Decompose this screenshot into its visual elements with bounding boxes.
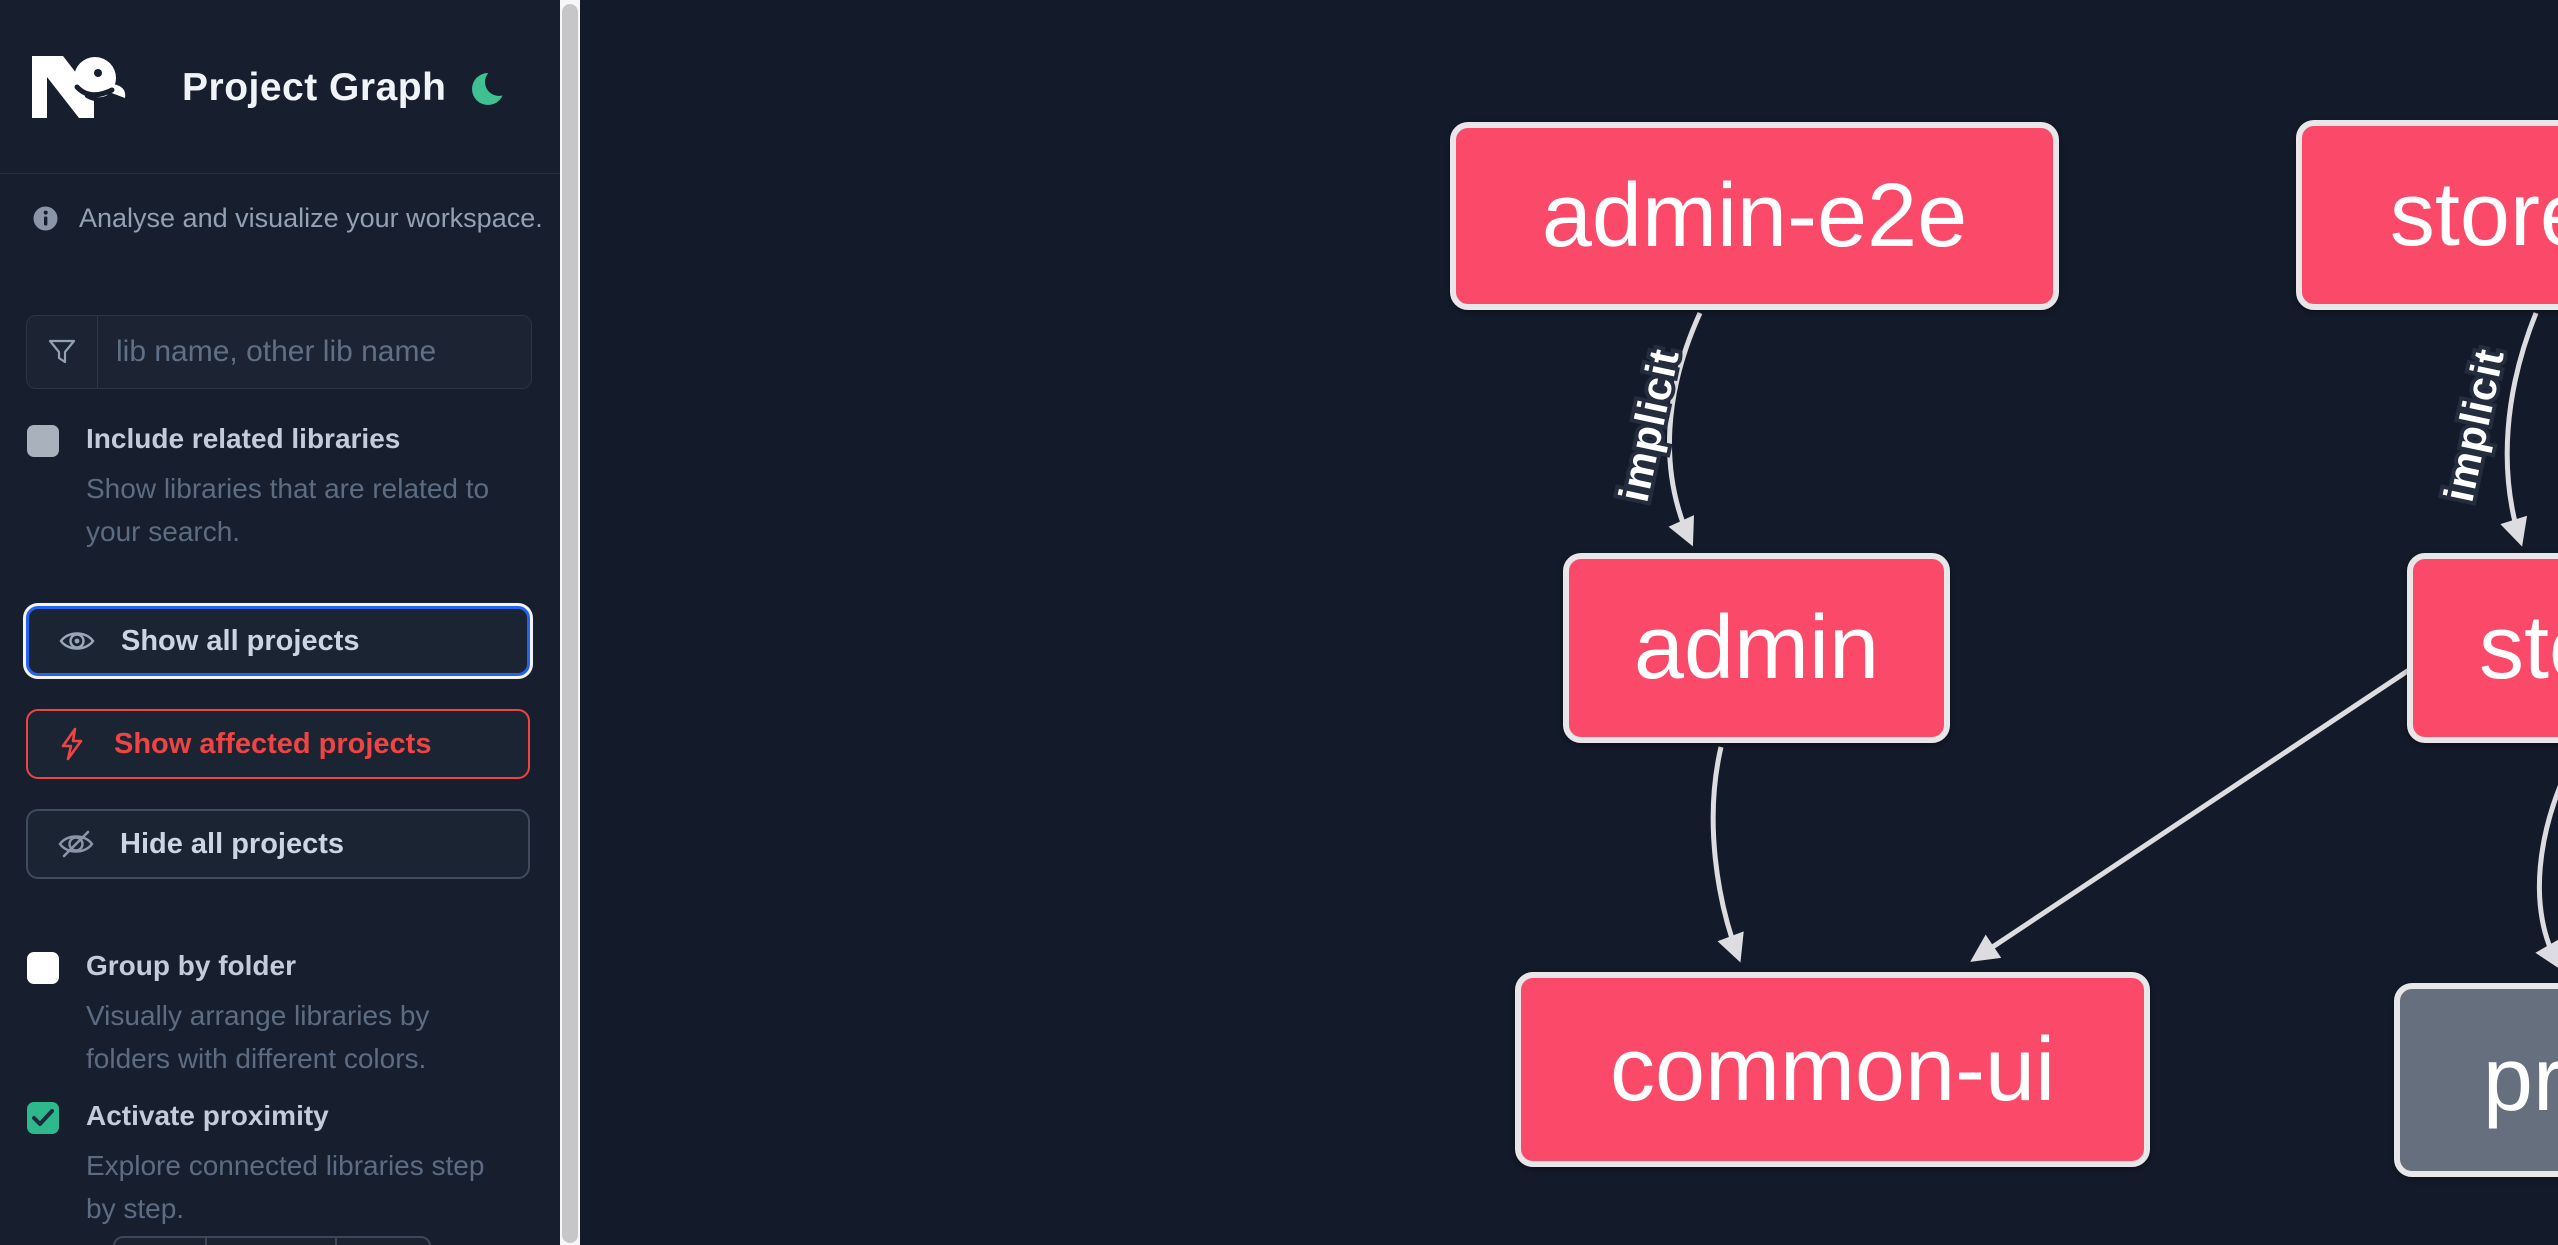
edge-store-e2e-store: [2500, 312, 2539, 547]
edge-store-common-ui: [1970, 667, 2411, 962]
proximity-depth-value: [205, 1238, 335, 1245]
activate-proximity-label: Activate proximity: [86, 1100, 329, 1131]
hide-all-projects-label: Hide all projects: [120, 827, 345, 860]
edge-store-products: [2535, 785, 2558, 971]
show-all-projects-button[interactable]: Show all projects: [26, 606, 530, 676]
hide-all-projects-button[interactable]: Hide all projects: [26, 809, 530, 879]
project-node-products[interactable]: products: [2394, 983, 2558, 1177]
node-label: store: [2478, 598, 2558, 698]
project-node-common-ui[interactable]: common-ui: [1515, 972, 2150, 1167]
show-affected-projects-button[interactable]: Show affected projects: [26, 709, 530, 779]
node-label: common-ui: [1609, 1019, 2056, 1120]
nx-logo: [32, 56, 126, 118]
moon-icon[interactable]: [472, 70, 508, 108]
info-icon: [33, 206, 58, 231]
activate-proximity-checkbox[interactable]: [27, 1102, 59, 1134]
sidebar-scrollbar-thumb[interactable]: [562, 4, 578, 1243]
edge-label-implicit: implicit: [1610, 344, 1688, 505]
include-related-description: Show libraries that are related to your …: [86, 473, 490, 547]
sidebar: Project Graph Analyse and visualize your…: [0, 0, 560, 1245]
include-related-checkbox[interactable]: [27, 425, 59, 457]
group-by-folder-checkbox[interactable]: [27, 952, 59, 984]
tagline-text: Analyse and visualize your workspace.: [79, 203, 543, 233]
node-label: products: [2482, 1030, 2558, 1130]
check-icon: [32, 1109, 54, 1126]
proximity-depth-control: [113, 1236, 431, 1245]
project-node-admin[interactable]: admin: [1563, 553, 1950, 743]
include-related-row: Include related libraries Show libraries…: [27, 423, 527, 553]
search-input[interactable]: [98, 316, 531, 388]
sidebar-header: Project Graph: [0, 0, 560, 174]
node-label: admin: [1633, 598, 1880, 698]
show-all-projects-label: Show all projects: [121, 624, 360, 657]
activate-proximity-row: Activate proximity Explore connected lib…: [27, 1100, 527, 1230]
search-box: [26, 315, 532, 389]
edge-admin-common-ui: [1710, 746, 1744, 963]
eye-icon: [59, 632, 95, 650]
bolt-icon: [61, 727, 83, 761]
node-label: store-e2e: [2389, 165, 2558, 265]
group-by-folder-row: Group by folder Visually arrange librari…: [27, 950, 527, 1080]
project-node-admin-e2e[interactable]: admin-e2e: [1450, 122, 2059, 310]
eye-off-icon: [58, 830, 94, 858]
funnel-icon: [27, 316, 98, 388]
proximity-decrement-button[interactable]: [115, 1238, 205, 1245]
proximity-increment-button[interactable]: [335, 1238, 429, 1245]
node-label: admin-e2e: [1541, 166, 1968, 266]
project-node-store-e2e[interactable]: store-e2e: [2296, 120, 2558, 310]
include-related-label: Include related libraries: [86, 423, 401, 454]
show-affected-projects-label: Show affected projects: [114, 727, 432, 760]
activate-proximity-description: Explore connected libraries step by step…: [86, 1150, 485, 1224]
page-title: Project Graph: [182, 66, 447, 109]
graph-canvas[interactable]: implicit implicit admin-e2e store-e2e ad…: [580, 0, 2558, 1245]
tagline-row: Analyse and visualize your workspace.: [33, 203, 543, 234]
group-by-folder-description: Visually arrange libraries by folders wi…: [86, 1000, 430, 1074]
group-by-folder-label: Group by folder: [86, 950, 296, 981]
project-node-store[interactable]: store: [2407, 553, 2558, 743]
edge-label-implicit: implicit: [2435, 344, 2513, 505]
edge-admin-e2e-admin: [1666, 311, 1703, 547]
